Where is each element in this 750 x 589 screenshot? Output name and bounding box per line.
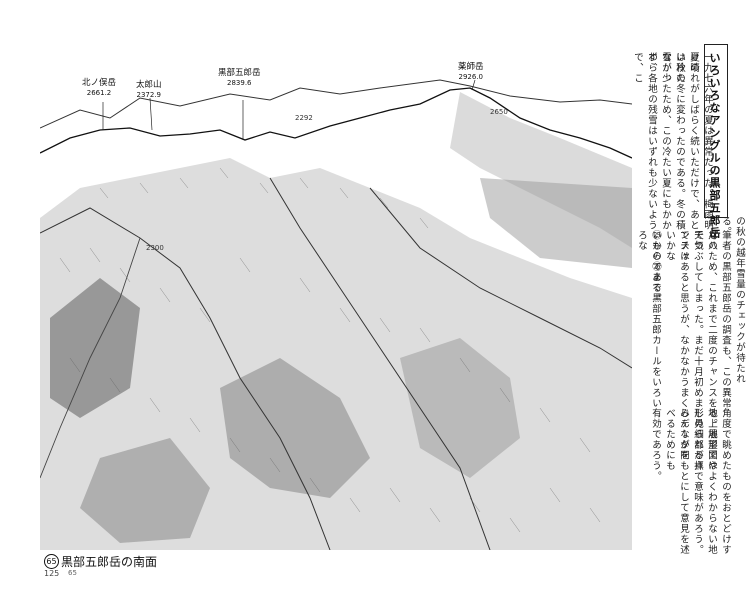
elevation-mark: 2650	[490, 108, 508, 116]
body-text-line: いものである。	[650, 230, 661, 304]
body-text-line: 地上展望ではよくわからない地形の細部が拝	[692, 408, 717, 555]
body-text-line: 一九七六年の夏は異常だった。梅雨明けの	[688, 52, 713, 231]
body-text-line: でつぶしてしまった。まだ十月初めまでチャ	[678, 230, 703, 409]
elevation-mark: 2300	[146, 244, 164, 252]
body-text-line: ず、各地の残雪はいずれも少ないようで、こ	[632, 52, 657, 231]
mountain-illustration	[40, 79, 632, 550]
body-text-line: 月のため、これまで二度のチャンスを天気	[692, 230, 717, 409]
peak-label-yakushi: 薬師岳 2926.0	[458, 62, 484, 82]
body-text-line: し見られる点で意味があろう。みんなが同	[678, 408, 703, 555]
body-text-line: 角度で眺めたものをおとどけする。地形図や	[706, 408, 731, 555]
peak-name: 黒部五郎岳	[218, 68, 261, 78]
peak-elevation: 2926.0	[458, 73, 484, 81]
peak-label-kitanomata: 北ノ俣岳 2661.2	[82, 78, 116, 98]
figure-caption: 65 黒部五郎岳の南面	[44, 553, 157, 570]
body-text-line: ㉕から㉖まで黒部五郎カールをいろいろな	[636, 230, 661, 409]
page-number: 125	[44, 569, 60, 578]
body-text-line: ンスはあると思うが、なかなかうまくいかな	[664, 230, 689, 409]
peak-name: 太郎山	[136, 80, 162, 90]
heading-frame	[704, 44, 728, 218]
body-text-line: なかったため、この冷たい夏にもかかわら	[646, 52, 671, 231]
body-text-line: い秋の冬に変わったのである。冬の積雪が少	[660, 52, 685, 231]
body-text-line: じデータをもとにして意見を述べるためにも	[664, 408, 689, 555]
elevation-mark: 2292	[295, 114, 313, 122]
figure-title: 黒部五郎岳の南面	[61, 555, 158, 569]
peak-elevation: 2839.6	[227, 79, 252, 87]
page-number-faint: 65	[68, 569, 77, 577]
peak-name: 北ノ俣岳	[82, 78, 117, 88]
peak-elevation: 2661.2	[86, 89, 112, 97]
body-text-line: の秋の越年雪量のチェックが待たれる。	[720, 216, 745, 384]
body-text-line: 筆者の黒部五郎岳の調査も、この異常な八	[706, 230, 731, 409]
peak-label-kurobegoro: 黒部五郎岳 2839.6	[218, 68, 261, 88]
peak-label-taroyama: 太郎山 2372.9	[136, 80, 162, 100]
peak-name: 薬師岳	[458, 62, 484, 72]
figure-number: 65	[44, 554, 59, 569]
peak-elevation: 2372.9	[136, 91, 162, 99]
body-text-line: 夏晴れがしばらく続いただけで、あとは冷た	[674, 52, 699, 231]
section-heading: いろいろなアングルの黒部五郎岳	[708, 52, 721, 240]
body-text-line: 有効であろう。	[650, 408, 661, 482]
